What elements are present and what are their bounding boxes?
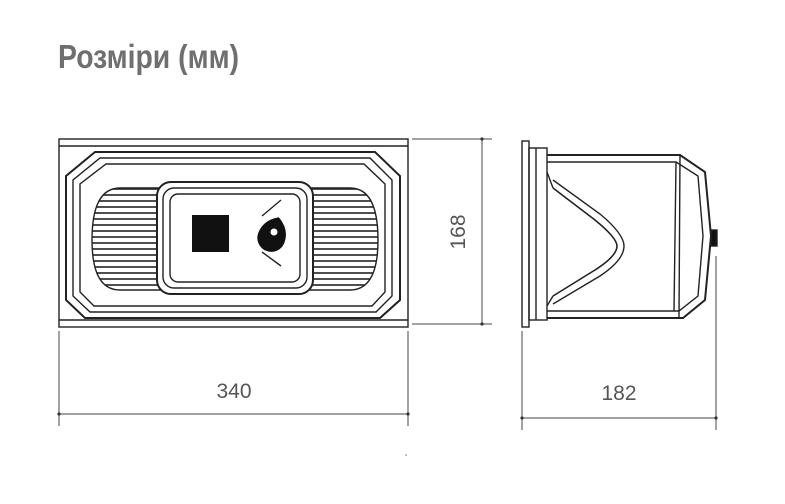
page-title: Розміри (мм) <box>58 38 240 75</box>
left-grille <box>91 187 161 291</box>
side-view <box>521 140 718 328</box>
width-label: 340 <box>216 380 251 403</box>
control-panel <box>156 181 314 295</box>
front-view <box>58 138 409 328</box>
knob-icon <box>257 199 286 267</box>
height-label: 168 <box>447 214 470 249</box>
right-grille <box>309 187 379 291</box>
rear-connector-icon <box>710 229 718 247</box>
display-icon <box>192 215 229 252</box>
depth-label: 182 <box>601 382 636 405</box>
